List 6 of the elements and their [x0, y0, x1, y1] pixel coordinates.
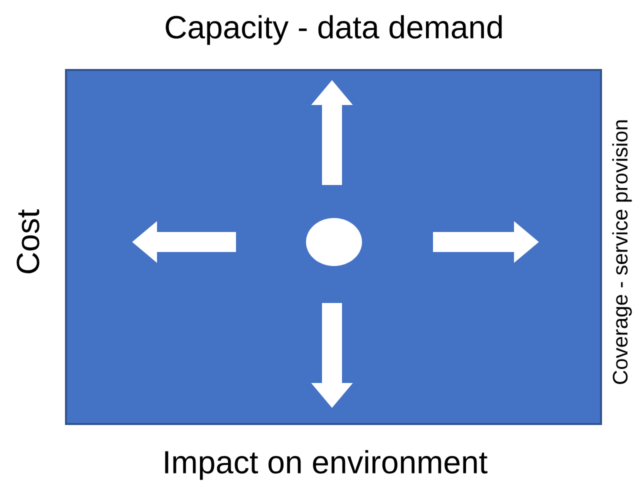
background-panel [65, 69, 602, 425]
centre-dot [306, 218, 362, 266]
axis-label: Impact on environment [165, 450, 488, 480]
axis-label: Coverage - service provision [612, 120, 632, 384]
axis-label: Cost [16, 209, 40, 274]
axis-label: Capacity - data demand [166, 15, 502, 45]
